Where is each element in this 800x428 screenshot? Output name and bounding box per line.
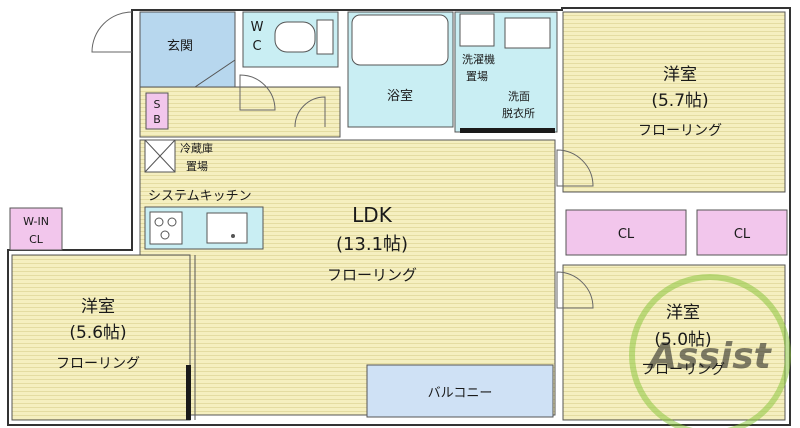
entrance-floor — [139, 11, 236, 88]
fridge-label-2: 置場 — [186, 160, 208, 173]
bathtub-icon — [351, 14, 449, 66]
sb-label-2: B — [153, 113, 161, 126]
wc-label-1: W — [251, 20, 264, 35]
sb-label-1: S — [154, 98, 161, 111]
closet-left-label: CL — [618, 227, 635, 242]
bedroom-se-name: 洋室 — [666, 303, 700, 323]
bedroom-ne-name: 洋室 — [663, 65, 697, 85]
closet-right-label: CL — [734, 227, 751, 242]
washer-space — [459, 13, 495, 47]
shoe-box — [145, 92, 169, 130]
bedroom-ne-door — [556, 149, 594, 187]
ldk-label: LDK — [352, 203, 393, 227]
toilet-icon — [274, 21, 316, 53]
balcony — [366, 364, 554, 418]
closet-right — [696, 209, 788, 256]
bedroom-sw-floor: フローリング — [56, 356, 140, 372]
bedroom-ne-size: (5.7帖) — [651, 91, 708, 111]
balcony-label: バルコニー — [428, 386, 493, 401]
washer-label-1: 洗濯機 — [462, 52, 495, 66]
hallway — [139, 86, 341, 138]
kitchen-sink-icon — [206, 212, 248, 244]
wic-label-2: CL — [29, 233, 44, 246]
kitchen-label: システムキッチン — [148, 189, 252, 204]
wc-label-2: C — [252, 39, 261, 54]
bedroom-se — [562, 264, 786, 421]
hall-door — [239, 74, 276, 111]
bedroom-ne — [562, 11, 786, 193]
closet-left — [565, 209, 687, 256]
dressing-label-1: 洗面 — [508, 90, 530, 103]
bedroom-sw-name: 洋室 — [81, 297, 115, 317]
entry-door — [91, 11, 133, 53]
dressing-label-2: 脱衣所 — [502, 106, 535, 120]
bath-label: 浴室 — [387, 88, 413, 104]
bedroom-sw — [11, 254, 191, 421]
bedroom-se-size: (5.0帖) — [654, 330, 711, 350]
watermark-text: Assist — [646, 336, 772, 377]
entrance-label: 玄関 — [167, 39, 193, 54]
bedroom-sw-size: (5.6帖) — [69, 323, 126, 343]
fridge-label-1: 冷蔵庫 — [180, 141, 213, 155]
bedroom-se-door — [556, 271, 594, 309]
watermark-logo: Assist — [629, 274, 791, 428]
ldk-size: (13.1帖) — [336, 234, 408, 255]
bedroom-se-floor: フローリング — [641, 362, 725, 378]
ldk-floor: フローリング — [327, 266, 417, 284]
bedroom-ne-floor: フローリング — [638, 123, 722, 139]
bath-corridor-door — [294, 96, 326, 128]
washer-label-2: 置場 — [466, 70, 488, 83]
washbasin-icon — [504, 17, 551, 49]
walk-in-closet — [9, 207, 63, 251]
wic-label-1: W-IN — [23, 215, 49, 228]
